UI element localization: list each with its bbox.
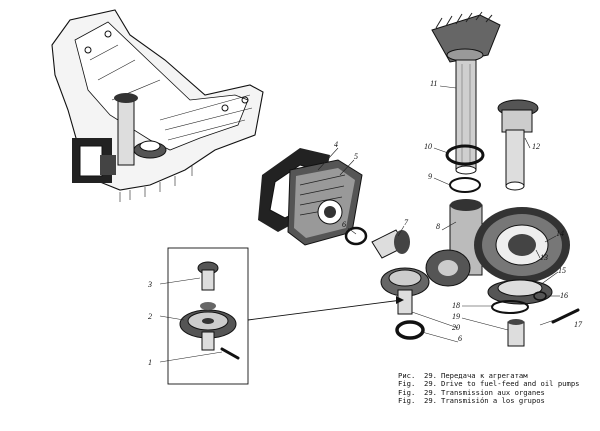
- caption-text: Передача к агрегатам: [441, 371, 528, 380]
- part-label-6-lower: 6: [458, 334, 462, 343]
- caption-line-spanish: Fig. 29. Transmisión a los grupos: [398, 396, 598, 406]
- part-label-9: 9: [428, 172, 432, 181]
- part-label-3: 3: [147, 280, 152, 289]
- washer-part-6-upper: [344, 226, 368, 246]
- part-number-labels: 1 2 3 4 5 6 6 7 8 9 10 11 12 13 14 15 16…: [147, 79, 583, 367]
- caption-number: 29.: [424, 396, 437, 406]
- bevel-shaft-part-7: [371, 229, 410, 259]
- part-label-8: 8: [436, 222, 440, 231]
- ring-part-18: [491, 300, 529, 314]
- caption-line-russian: Рис. 29. Передача к агрегатам: [398, 371, 598, 380]
- washer-part-6-lower: [395, 320, 425, 340]
- caption-number: 29.: [424, 371, 437, 380]
- leader-lines: [159, 85, 561, 363]
- pin-part-17: [551, 308, 580, 324]
- figure-caption: Рис. 29. Передача к агрегатам Fig. 29. D…: [398, 371, 598, 406]
- caption-number: 29.: [424, 387, 437, 397]
- caption-line-english: Fig. 29. Drive to fuel-feed and oil pump…: [398, 379, 598, 389]
- bevel-gear-part-20: [380, 267, 430, 315]
- crankcase-assembly: [51, 9, 264, 202]
- part-label-13: 13: [540, 253, 548, 262]
- part-label-6-upper: 6: [342, 220, 346, 229]
- caption-prefix: Fig.: [398, 379, 416, 389]
- part-label-4: 4: [334, 140, 338, 149]
- part-label-18: 18: [452, 301, 460, 310]
- caption-text: Transmission aux organes: [441, 387, 545, 397]
- shaft-part-12: [497, 99, 539, 191]
- part-label-20: 20: [452, 323, 460, 332]
- caption-prefix: Fig.: [398, 396, 416, 406]
- part-label-7: 7: [404, 218, 409, 227]
- part-label-1: 1: [148, 358, 152, 367]
- part-label-15: 15: [558, 266, 566, 275]
- inset-detail: [167, 247, 404, 385]
- bevel-gear-part-11: [431, 11, 501, 175]
- gear-cluster-parts-8-13-14-15: [425, 199, 570, 305]
- part-label-11: 11: [430, 79, 437, 88]
- caption-text: Transmisión a los grupos: [441, 396, 545, 406]
- ring-part-10: [445, 144, 485, 166]
- snap-ring-part-9: [449, 177, 481, 193]
- part-label-19: 19: [452, 312, 460, 321]
- housing-part-5: [287, 159, 363, 246]
- part-label-14: 14: [556, 229, 564, 238]
- caption-line-french: Fig. 29. Transmission aux organes: [398, 387, 598, 397]
- caption-prefix: Fig.: [398, 387, 416, 397]
- caption-prefix: Рис.: [398, 371, 416, 380]
- caption-number: 29.: [424, 379, 437, 389]
- caption-text: Drive to fuel-feed and oil pumps: [441, 379, 580, 389]
- part-label-12: 12: [532, 142, 540, 151]
- part-label-10: 10: [424, 142, 432, 151]
- part-label-17: 17: [574, 320, 583, 329]
- part-label-16: 16: [560, 291, 568, 300]
- part-label-5: 5: [354, 152, 358, 161]
- part-label-2: 2: [148, 312, 152, 321]
- bush-part-19: [507, 319, 525, 347]
